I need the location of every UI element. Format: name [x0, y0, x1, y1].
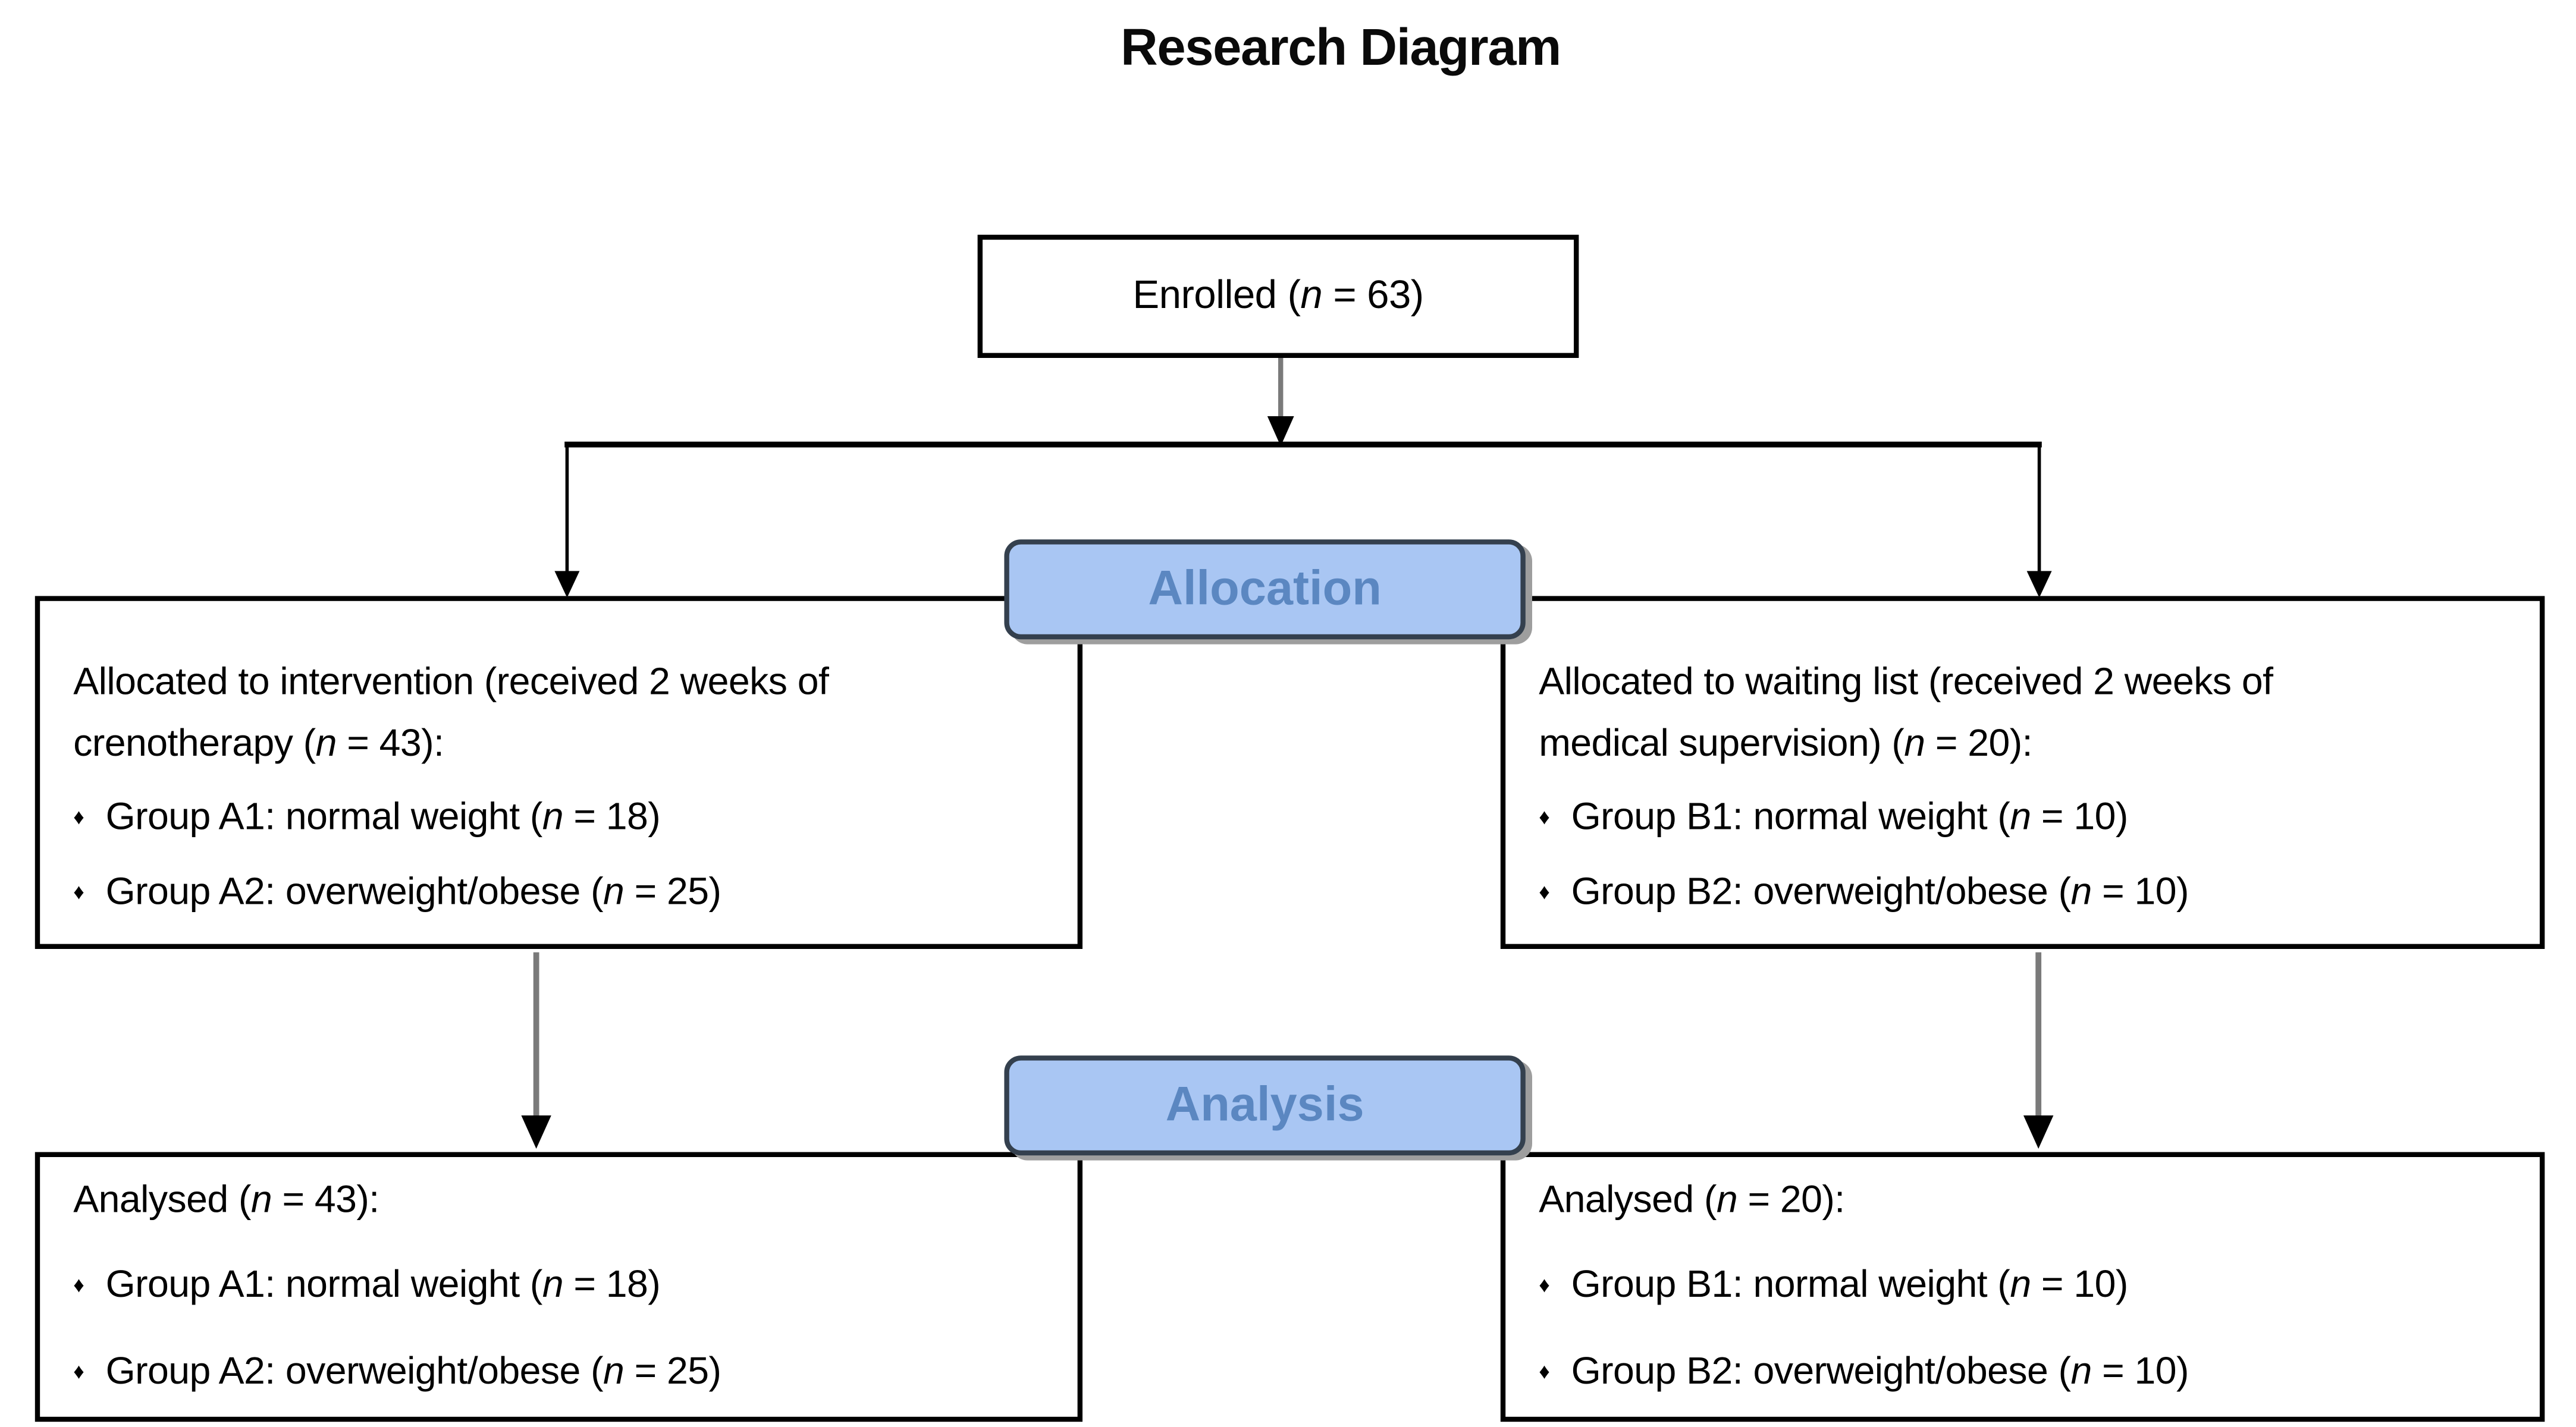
analysed-waiting-list-box: Analysed (n = 20): ♦Group B1: normal wei…	[1500, 1152, 2545, 1422]
arrow-down-icon	[2026, 571, 2052, 598]
arrow-down-icon	[1267, 416, 1294, 447]
allocation-waiting-list-box: Allocated to waiting list (received 2 we…	[1500, 596, 2545, 949]
list-item: ♦Group B1: normal weight (n = 10)	[1539, 1257, 2513, 1317]
analysed-intervention-bullets: ♦Group A1: normal weight (n = 18) ♦Group…	[73, 1257, 1051, 1403]
arrow-down-icon	[554, 571, 580, 598]
list-item: ♦Group B1: normal weight (n = 10)	[1539, 789, 2513, 849]
diamond-bullet-icon: ♦	[1539, 1358, 1550, 1384]
analysed-intervention-line1: Analysed (n = 43):	[73, 1177, 379, 1221]
diamond-bullet-icon: ♦	[73, 804, 84, 829]
analysis-phase-banner: Analysis	[1004, 1055, 1526, 1156]
page-title: Research Diagram	[1121, 18, 1561, 77]
arrow-down-icon	[2023, 1115, 2054, 1149]
list-item: ♦Group B2: overweight/obese (n = 10)	[1539, 1344, 2513, 1404]
allocation-intervention-line2: crenotherapy (n = 43):	[73, 721, 444, 765]
allocation-intervention-box: Allocated to intervention (received 2 we…	[34, 596, 1083, 949]
diamond-bullet-icon: ♦	[1539, 1272, 1550, 1297]
list-item: ♦Group A1: normal weight (n = 18)	[73, 789, 1051, 849]
diamond-bullet-icon: ♦	[1539, 804, 1550, 829]
diamond-bullet-icon: ♦	[1539, 879, 1550, 904]
diamond-bullet-icon: ♦	[73, 1272, 84, 1297]
allocation-waiting-line2: medical supervision) (n = 20):	[1539, 721, 2032, 765]
diamond-bullet-icon: ♦	[73, 879, 84, 904]
arrow-down-icon	[521, 1115, 551, 1149]
analysed-waiting-bullets: ♦Group B1: normal weight (n = 10) ♦Group…	[1539, 1257, 2513, 1403]
enrolled-label: Enrolled (n = 63)	[1132, 273, 1424, 318]
analysed-waiting-line1: Analysed (n = 20):	[1539, 1177, 1845, 1221]
list-item: ♦Group A2: overweight/obese (n = 25)	[73, 1344, 1051, 1404]
diamond-bullet-icon: ♦	[73, 1358, 84, 1384]
list-item: ♦Group A1: normal weight (n = 18)	[73, 1257, 1051, 1317]
allocation-waiting-line1: Allocated to waiting list (received 2 we…	[1539, 659, 2273, 703]
allocation-intervention-bullets: ♦Group A1: normal weight (n = 18) ♦Group…	[73, 789, 1051, 924]
analysed-intervention-box: Analysed (n = 43): ♦Group A1: normal wei…	[34, 1152, 1083, 1422]
allocation-intervention-line1: Allocated to intervention (received 2 we…	[73, 659, 829, 703]
enrolled-box: Enrolled (n = 63)	[977, 234, 1579, 358]
analysis-phase-label: Analysis	[1165, 1078, 1364, 1131]
list-item: ♦Group B2: overweight/obese (n = 10)	[1539, 864, 2513, 924]
allocation-phase-label: Allocation	[1148, 562, 1382, 615]
allocation-waiting-bullets: ♦Group B1: normal weight (n = 10) ♦Group…	[1539, 789, 2513, 924]
allocation-phase-banner: Allocation	[1004, 539, 1526, 640]
list-item: ♦Group A2: overweight/obese (n = 25)	[73, 864, 1051, 924]
